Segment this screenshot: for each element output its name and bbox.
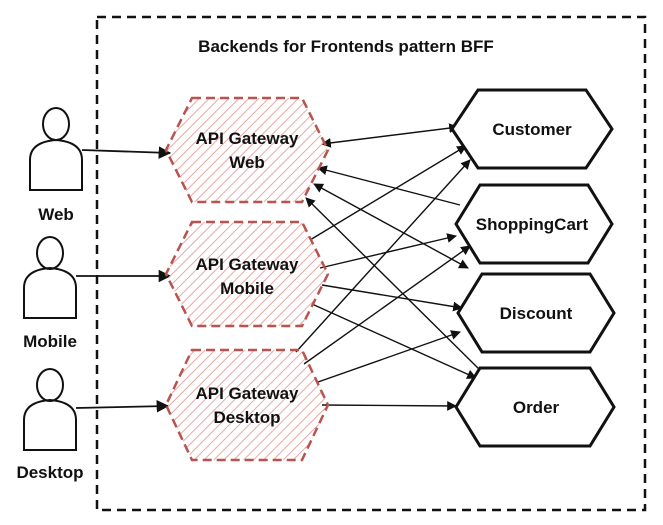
gateway-web-line1: API Gateway bbox=[196, 129, 300, 148]
gateway-desktop-line2: Desktop bbox=[213, 408, 280, 427]
conn-desktop-discount bbox=[317, 330, 461, 383]
conn-web-customer bbox=[321, 123, 459, 148]
client-arrows bbox=[75, 146, 172, 413]
gateway-service-connections bbox=[295, 123, 487, 411]
service-order: Order bbox=[454, 366, 616, 448]
service-customer-label: Customer bbox=[492, 120, 572, 139]
conn-desktop-order bbox=[321, 401, 457, 411]
arrow-desktop-to-gateway bbox=[75, 399, 170, 413]
person-icon bbox=[29, 107, 83, 191]
gateway-desktop-shape bbox=[164, 348, 330, 462]
conn-web-shoppingcart bbox=[317, 165, 461, 206]
diagram-title: Backends for Frontends pattern BFF bbox=[198, 37, 494, 56]
service-customer-shape bbox=[450, 88, 614, 170]
gateway-web-line2: Web bbox=[229, 153, 265, 172]
service-discount-shape bbox=[456, 272, 616, 354]
gateway-mobile: API Gateway Mobile bbox=[164, 220, 330, 328]
client-label-mobile: Mobile bbox=[23, 332, 77, 351]
gateway-web-shape bbox=[164, 96, 330, 204]
client-mobile: Mobile bbox=[23, 236, 77, 351]
service-shoppingcart: ShoppingCart bbox=[454, 183, 614, 265]
arrow-web-to-gateway bbox=[81, 146, 172, 159]
conn-desktop-shoppingcart bbox=[303, 245, 471, 365]
client-label-web: Web bbox=[38, 205, 74, 224]
gateway-desktop: API Gateway Desktop bbox=[164, 348, 330, 462]
conn-mobile-order bbox=[311, 303, 477, 379]
client-label-desktop: Desktop bbox=[16, 463, 83, 482]
conn-mobile-customer bbox=[309, 145, 467, 241]
service-order-label: Order bbox=[513, 398, 560, 417]
gateway-mobile-line2: Mobile bbox=[220, 279, 274, 298]
person-icon bbox=[23, 368, 77, 451]
service-shoppingcart-shape bbox=[454, 183, 614, 265]
service-order-shape bbox=[454, 366, 616, 448]
service-discount-label: Discount bbox=[500, 304, 573, 323]
conn-mobile-shoppingcart bbox=[319, 233, 457, 269]
gateway-web: API Gateway Web bbox=[164, 96, 330, 204]
conn-mobile-discount bbox=[321, 284, 463, 312]
conn-desktop-customer bbox=[295, 159, 471, 353]
service-shoppingcart-label: ShoppingCart bbox=[476, 215, 589, 234]
conn-web-discount bbox=[313, 183, 469, 269]
gateway-desktop-line1: API Gateway bbox=[196, 384, 300, 403]
gateway-mobile-line1: API Gateway bbox=[196, 255, 300, 274]
bff-boundary bbox=[95, 15, 647, 512]
gateway-mobile-shape bbox=[164, 220, 330, 328]
service-customer: Customer bbox=[450, 88, 614, 170]
person-icon bbox=[23, 236, 77, 319]
conn-web-order bbox=[305, 197, 487, 377]
client-desktop: Desktop bbox=[16, 368, 84, 482]
service-discount: Discount bbox=[456, 272, 616, 354]
client-web: Web bbox=[29, 107, 83, 224]
